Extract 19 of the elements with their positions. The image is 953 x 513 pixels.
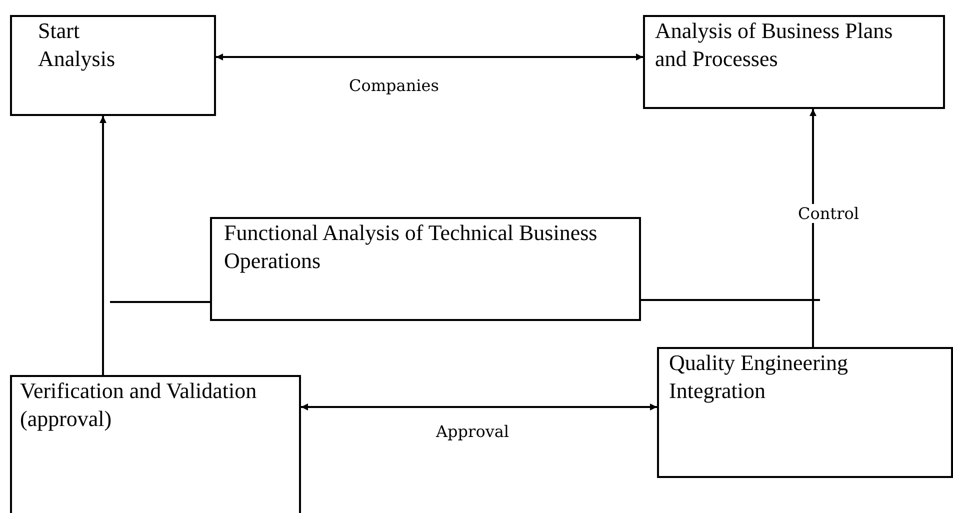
arrow	[810, 109, 816, 347]
connector-line	[110, 301, 210, 303]
process-box	[643, 15, 945, 109]
process-box	[657, 347, 953, 478]
edge-label: Companies	[347, 76, 441, 95]
edge-label: Approval	[434, 422, 512, 441]
box-text: Verification and Validation (approval)	[20, 377, 258, 433]
arrow	[301, 404, 657, 410]
process-box	[210, 217, 641, 321]
arrow	[100, 116, 106, 375]
box-text: Analysis of Business Plans and Processes	[655, 17, 894, 73]
connector-line	[641, 299, 820, 301]
process-box	[10, 375, 301, 513]
box-text: Quality Engineering Integration	[669, 349, 850, 405]
box-text: Functional Analysis of Technical Business Operations	[224, 219, 598, 275]
process-box	[10, 15, 216, 116]
arrow	[216, 54, 643, 60]
edge-label: Control	[796, 204, 862, 223]
box-text: Start Analysis	[38, 17, 116, 73]
